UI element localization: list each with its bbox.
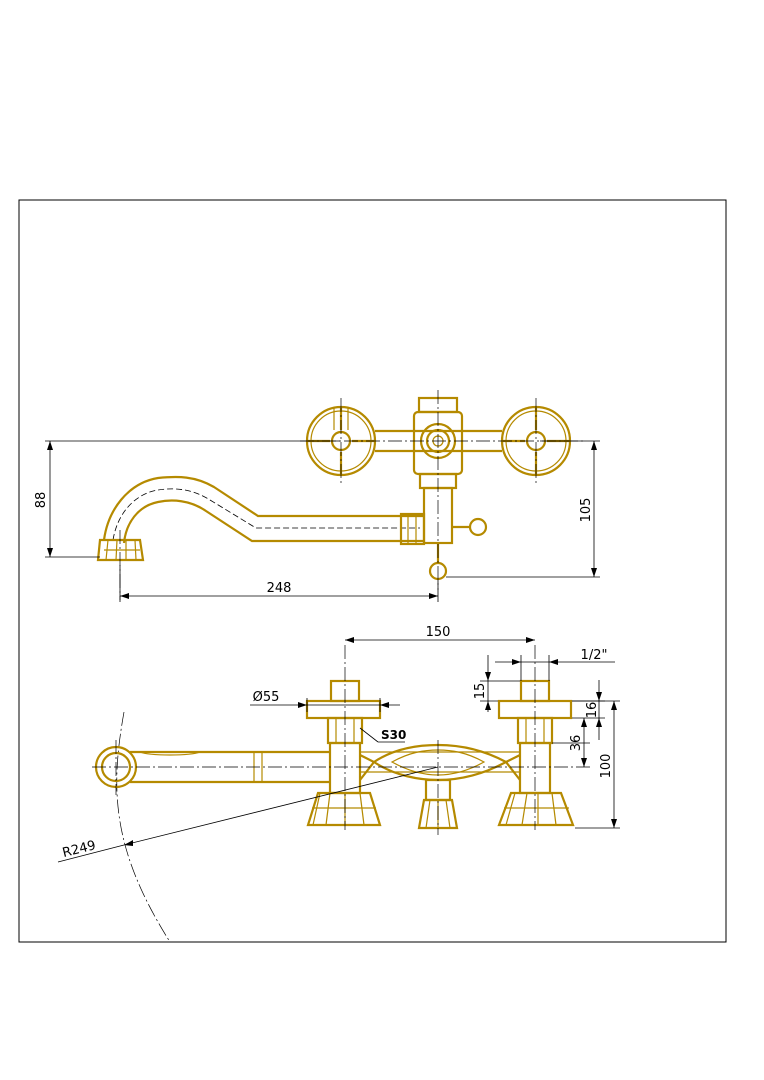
swivel-radius-arc <box>116 711 171 943</box>
dimension-100: 100 <box>572 700 620 829</box>
dim-label-15: 15 <box>473 683 488 700</box>
dim-label-36: 36 <box>569 735 584 752</box>
dim-label-diameter: Ø55 <box>253 690 280 705</box>
dimension-150: 150 <box>345 625 535 643</box>
dimension-diameter: Ø55 <box>250 690 400 712</box>
dim-label-248: 248 <box>267 581 292 596</box>
dimension-36: 36 <box>552 718 590 767</box>
swivel-spout <box>96 475 426 562</box>
dim-label-wrench: S30 <box>381 728 406 742</box>
dimension-248: 248 <box>119 565 439 602</box>
drawing-frame <box>18 199 727 943</box>
dimension-radius: R249 <box>57 766 439 863</box>
dimension-16: 16 <box>572 680 605 740</box>
dimension-88: 88 <box>34 440 340 558</box>
dim-label-16: 16 <box>585 702 600 719</box>
dimension-15: 15 <box>473 655 520 712</box>
dim-label-88: 88 <box>34 492 49 509</box>
center-body-top <box>360 743 520 830</box>
dimension-wrench: S30 <box>359 727 406 743</box>
dim-label-100: 100 <box>599 754 614 779</box>
top-view: 150 1/2" Ø55 S30 1 <box>57 625 620 943</box>
dim-label-150: 150 <box>426 625 451 640</box>
dim-label-thread: 1/2" <box>581 648 608 663</box>
dim-label-radius: R249 <box>61 838 97 861</box>
right-valve <box>497 679 575 827</box>
dim-label-105: 105 <box>579 498 594 523</box>
front-view: 88 248 105 <box>34 390 600 602</box>
dimension-thread: 1/2" <box>495 648 615 681</box>
dimension-105: 105 <box>446 440 600 578</box>
mixer-body <box>375 396 502 581</box>
